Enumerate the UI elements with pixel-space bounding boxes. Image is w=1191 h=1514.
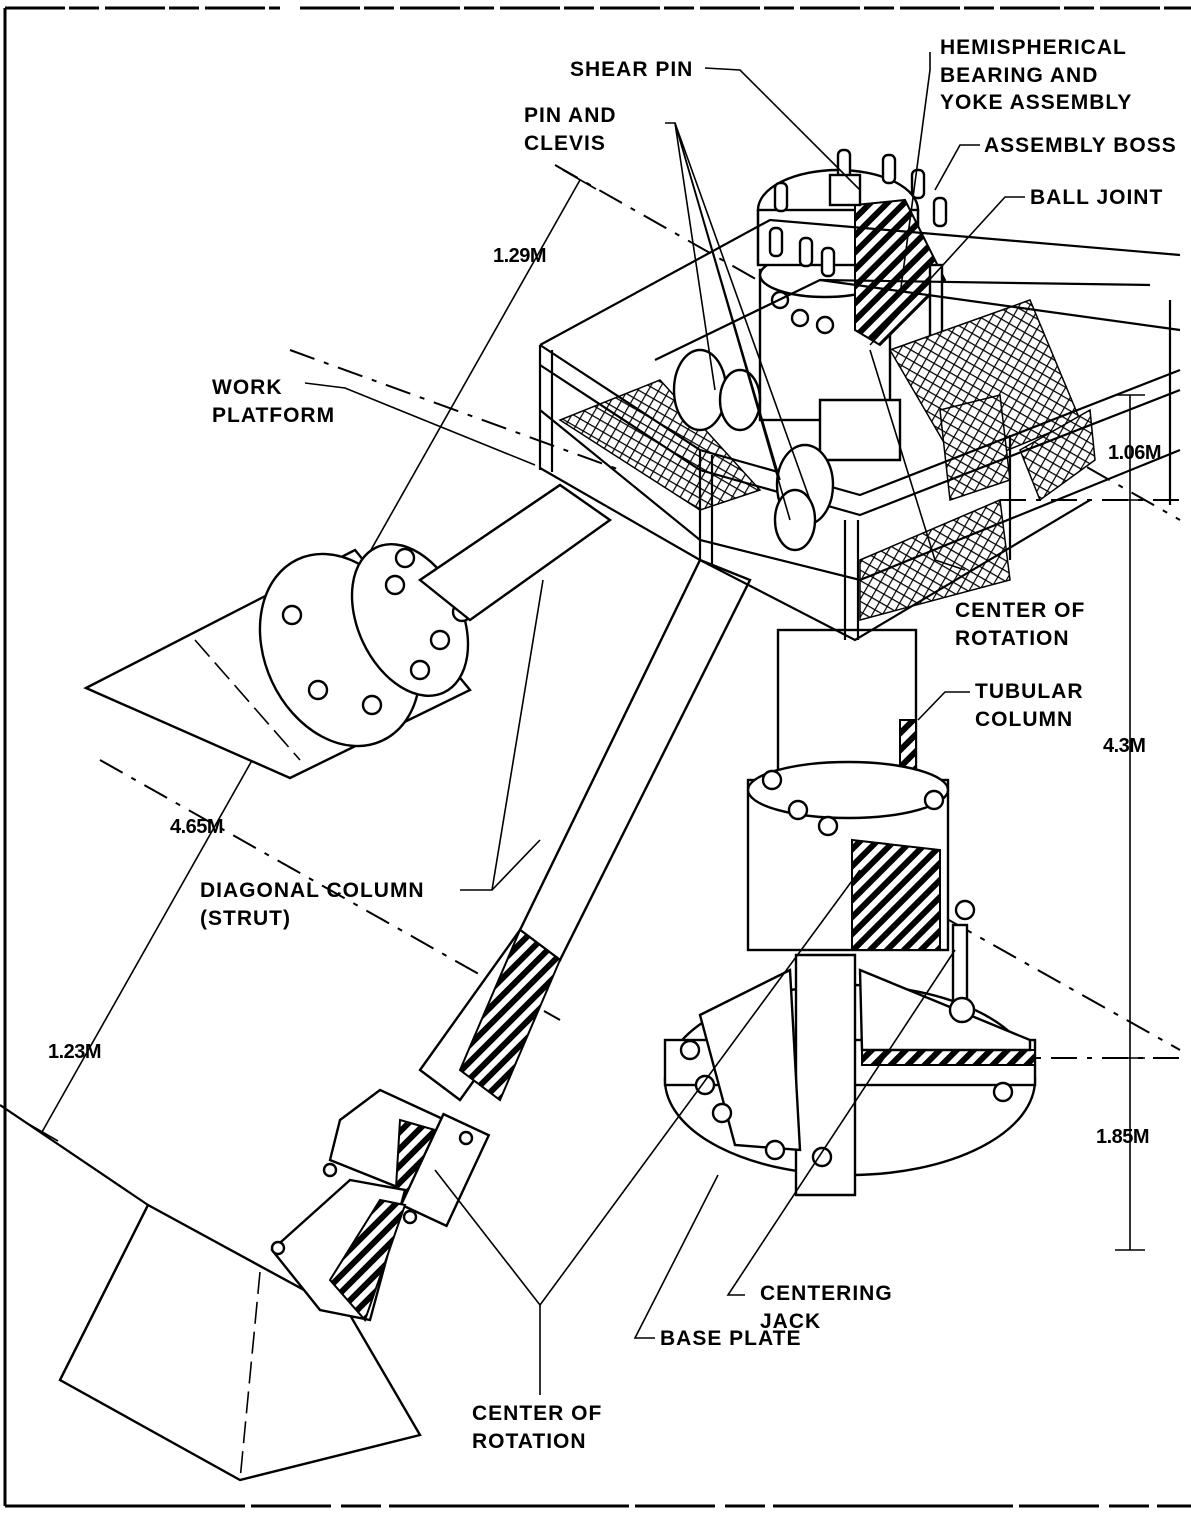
- svg-text:BEARING AND: BEARING AND: [940, 64, 1098, 87]
- dim-4-3m: 4.3M: [1103, 735, 1145, 757]
- top-column-head: [756, 148, 948, 462]
- svg-text:CENTER OF: CENTER OF: [472, 1402, 602, 1425]
- svg-text:SHEAR PIN: SHEAR PIN: [570, 58, 693, 81]
- label-work-platform: WORK PLATFORM: [212, 376, 335, 427]
- dimension-labels: 1.29M 1.06M 4.3M 4.65M 1.23M 1.85M: [48, 245, 1162, 1148]
- dim-4-65m: 4.65M: [170, 816, 223, 838]
- label-tubular-column: TUBULAR COLUMN: [975, 680, 1083, 731]
- dim-1-23m: 1.23M: [48, 1041, 101, 1063]
- lower-foundation-block: [0, 1104, 422, 1482]
- diagonal-column: [270, 558, 752, 1322]
- svg-text:BALL JOINT: BALL JOINT: [1030, 186, 1163, 209]
- svg-text:YOKE ASSEMBLY: YOKE ASSEMBLY: [940, 91, 1132, 114]
- svg-text:JACK: JACK: [760, 1310, 821, 1333]
- upper-foundation-plate: [83, 543, 473, 780]
- svg-text:HEMISPHERICAL: HEMISPHERICAL: [940, 36, 1127, 59]
- svg-text:DIAGONAL COLUMN: DIAGONAL COLUMN: [200, 879, 425, 902]
- svg-text:COLUMN: COLUMN: [975, 708, 1073, 731]
- svg-text:WORK: WORK: [212, 376, 283, 399]
- label-hemispherical-bearing: HEMISPHERICAL BEARING AND YOKE ASSEMBLY: [940, 36, 1132, 114]
- leader-lines: [304, 52, 1025, 1395]
- svg-text:CENTERING: CENTERING: [760, 1282, 893, 1305]
- svg-text:ROTATION: ROTATION: [472, 1430, 587, 1453]
- dim-1-85m: 1.85M: [1096, 1126, 1149, 1148]
- svg-text:PLATFORM: PLATFORM: [212, 404, 335, 427]
- svg-text:ROTATION: ROTATION: [955, 627, 1070, 650]
- page-frame: [3, 6, 1191, 1508]
- label-base-plate: BASE PLATE: [660, 1327, 801, 1350]
- work-platform: [538, 218, 1181, 642]
- svg-text:TUBULAR: TUBULAR: [975, 680, 1083, 703]
- label-pin-and-clevis: PIN AND CLEVIS: [524, 104, 617, 155]
- svg-text:CLEVIS: CLEVIS: [524, 132, 606, 155]
- svg-text:ASSEMBLY BOSS: ASSEMBLY BOSS: [984, 134, 1177, 157]
- dim-1-06m: 1.06M: [1108, 442, 1161, 464]
- svg-text:PIN AND: PIN AND: [524, 104, 617, 127]
- diagonal-strut-upper: [417, 483, 613, 622]
- label-center-of-rotation-top: CENTER OF ROTATION: [955, 599, 1085, 650]
- tubular-column: [746, 628, 976, 952]
- dim-1-29m: 1.29M: [493, 245, 546, 267]
- label-diagonal-column: DIAGONAL COLUMN (STRUT): [200, 879, 425, 930]
- label-assembly-boss: ASSEMBLY BOSS: [984, 134, 1177, 157]
- label-shear-pin: SHEAR PIN: [570, 58, 693, 81]
- svg-text:(STRUT): (STRUT): [200, 907, 291, 930]
- label-centering-jack: CENTERING JACK: [760, 1282, 893, 1333]
- svg-text:CENTER OF: CENTER OF: [955, 599, 1085, 622]
- label-ball-joint: BALL JOINT: [1030, 186, 1163, 209]
- svg-text:BASE PLATE: BASE PLATE: [660, 1327, 801, 1350]
- label-center-of-rotation-bottom: CENTER OF ROTATION: [472, 1402, 602, 1453]
- base-plate: [663, 923, 1037, 1197]
